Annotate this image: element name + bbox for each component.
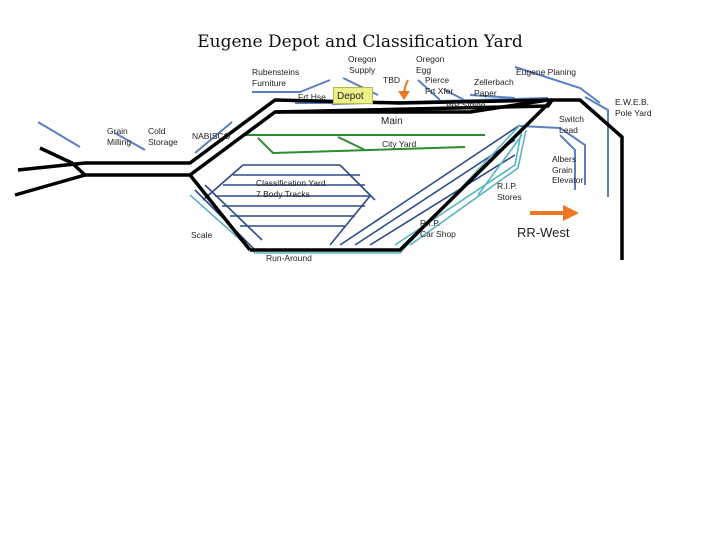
label-classification-yard: Classification Yard 7 Body Tracks xyxy=(256,178,326,199)
siding-grain-milling xyxy=(37,121,81,148)
tbd-arrowhead-icon xyxy=(398,91,410,100)
label-rr-west: RR-West xyxy=(517,225,570,240)
main-line xyxy=(14,98,624,260)
siding-nabisco xyxy=(194,121,233,154)
yard-ladder xyxy=(204,184,263,241)
city-yard-track xyxy=(257,137,466,155)
diagram-title: Eugene Depot and Classification Yard xyxy=(197,32,523,52)
label-wp-siding: WP Siding xyxy=(446,100,486,110)
siding-albers xyxy=(559,134,576,190)
label-zellerbach: Zellerbach Paper xyxy=(474,77,514,98)
main-track xyxy=(14,173,86,197)
label-oregon-egg: Oregon Egg xyxy=(416,54,445,75)
siding-eugene-planing xyxy=(514,66,601,104)
label-nabisco: NABISCO xyxy=(192,131,231,141)
main-track xyxy=(250,98,554,252)
label-oregon-supply: Oregon Supply xyxy=(348,54,377,75)
yard-east-ladder xyxy=(329,195,371,246)
label-albers: Albers Grain Elevator xyxy=(552,154,584,185)
rr-west-arrowhead-icon xyxy=(563,205,579,221)
main-track xyxy=(17,98,624,260)
city-yard-track xyxy=(337,136,366,151)
yard-east-lead xyxy=(369,154,516,246)
siding-oregon-egg xyxy=(417,79,441,101)
siding-cold-storage xyxy=(114,132,146,151)
label-frt-hse: Frt Hse xyxy=(298,92,326,102)
label-grain-milling: Grain Milling xyxy=(107,126,132,147)
car-shop-track xyxy=(394,127,523,246)
label-scale: Scale xyxy=(191,230,213,240)
depot-building xyxy=(333,87,373,104)
siding-zellerbach xyxy=(469,94,516,99)
classification-yard-tracks xyxy=(194,124,521,251)
label-cold-storage: Cold Storage xyxy=(148,126,178,147)
label-rubensteins: Rubensteins Furniture xyxy=(252,67,300,88)
label-switch-lead: Switch Lead xyxy=(559,114,585,135)
industry-sidings xyxy=(37,66,609,197)
yard-ladder xyxy=(202,164,244,201)
siding-rubensteins xyxy=(252,79,331,93)
label-eugene-planing: Eugene Planing xyxy=(516,67,577,77)
label-eweb: E.W.E.B. Pole Yard xyxy=(615,97,652,118)
siding-switch-lead xyxy=(519,125,586,185)
label-city-yard: City Yard xyxy=(382,139,417,149)
main-track xyxy=(275,98,549,114)
siding-eweb xyxy=(584,96,609,197)
city-yard-tracks xyxy=(245,134,485,155)
yard-east-lead xyxy=(354,139,516,246)
main-track xyxy=(188,173,252,252)
label-run-around: Run-Around xyxy=(266,253,312,263)
yard-east-lead xyxy=(339,124,521,246)
label-tbd: TBD xyxy=(383,75,400,85)
label-depot: Depot xyxy=(337,91,364,102)
label-main: Main xyxy=(381,116,403,127)
run-around-tracks xyxy=(189,124,527,254)
label-rip-car-shop: R.I.P. Car Shop xyxy=(420,218,456,239)
label-pierce: Pierce Frt Xfer xyxy=(425,75,454,96)
label-rip-stores: R.I.P. Stores xyxy=(497,181,522,202)
rip-stores-track xyxy=(477,134,523,196)
yard-east-ladder xyxy=(339,164,376,201)
car-shop-track xyxy=(409,129,527,246)
